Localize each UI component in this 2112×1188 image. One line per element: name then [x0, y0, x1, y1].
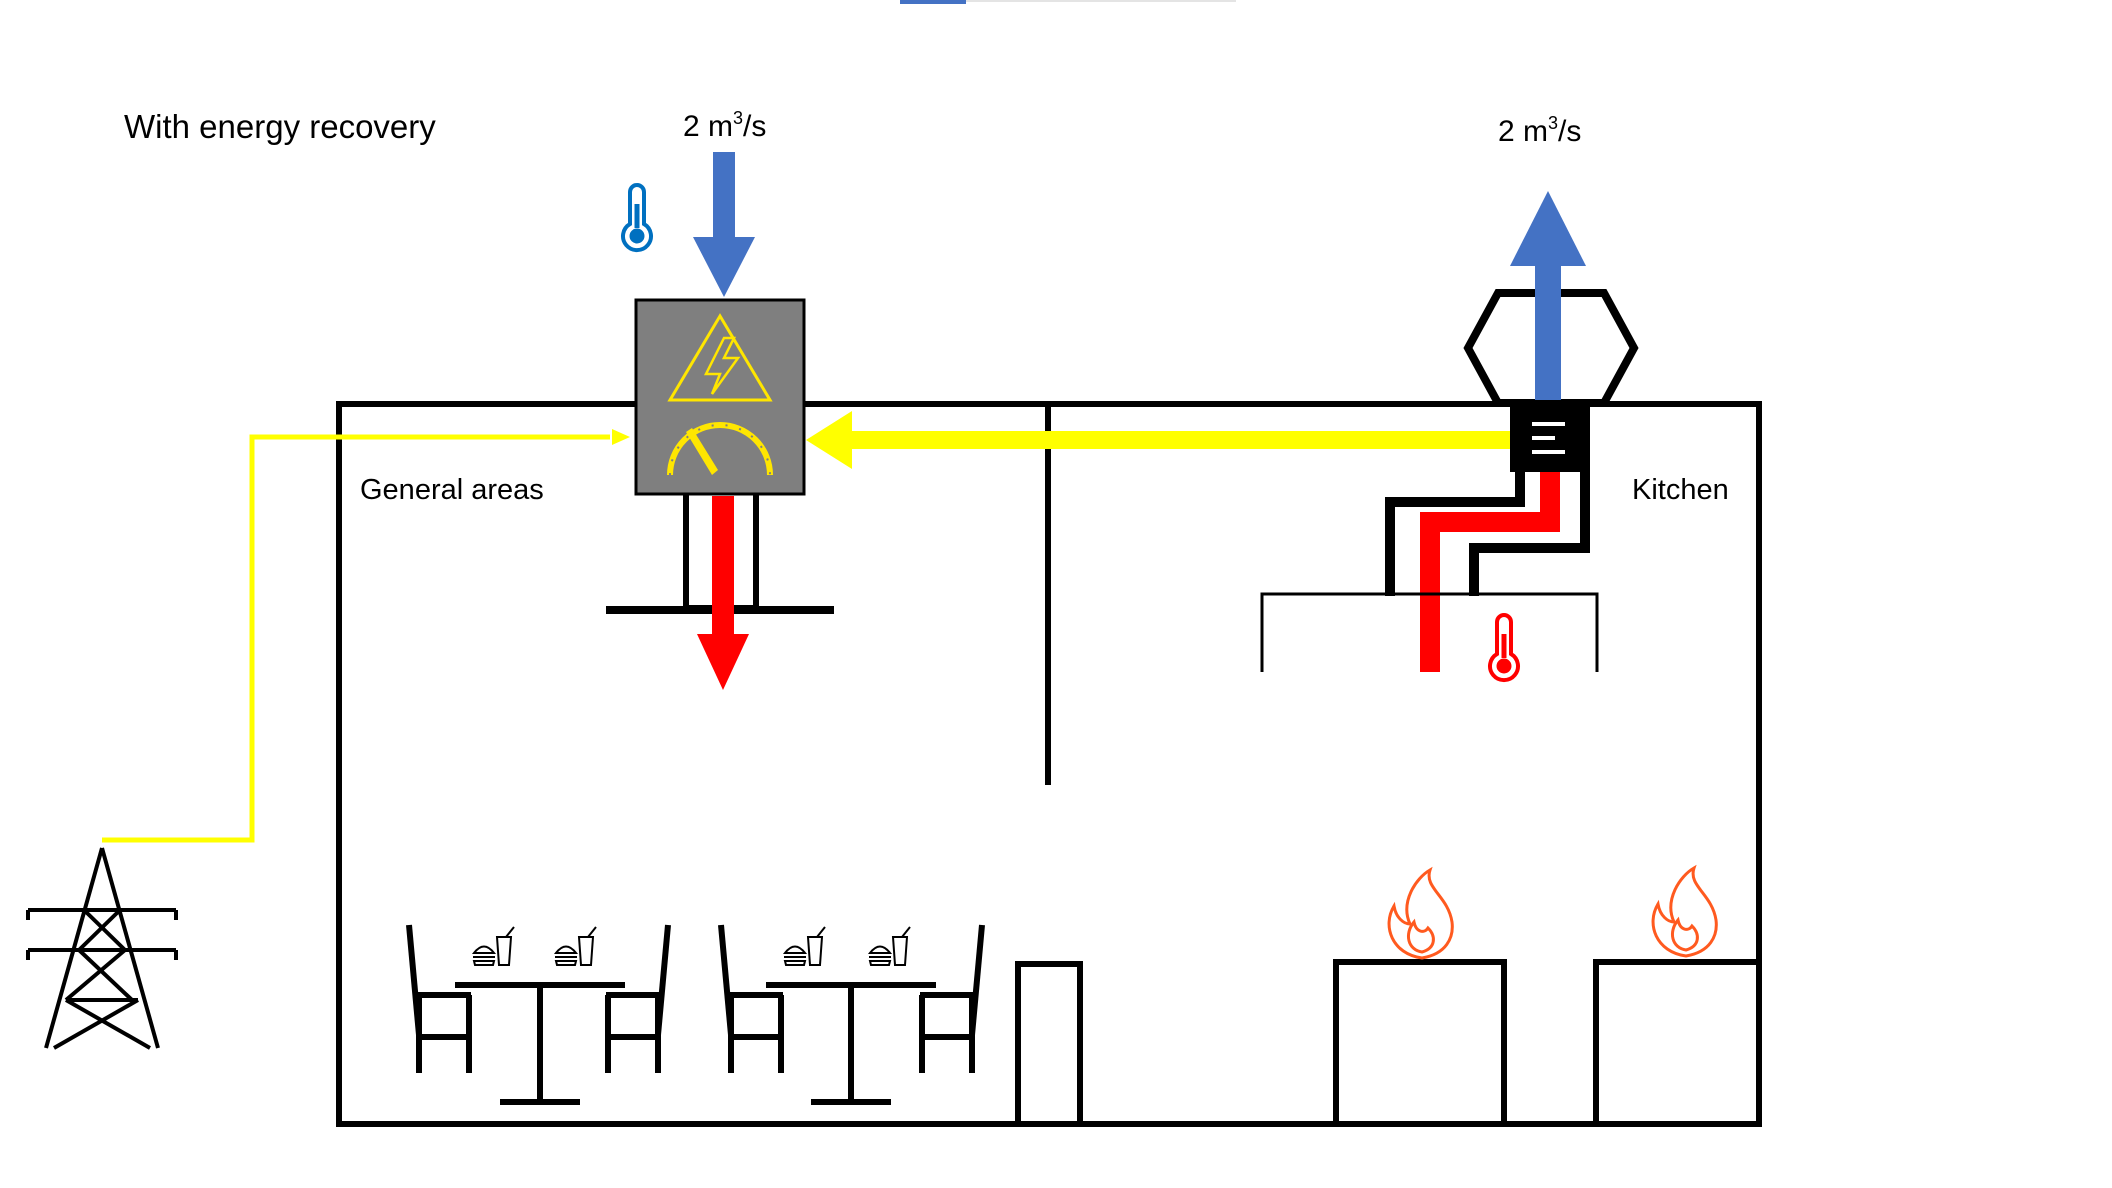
- thermometer-hot-icon: [1490, 615, 1518, 680]
- electricity-pylon-icon: [26, 847, 178, 1050]
- exhaust-fan-icon: [1463, 289, 1639, 407]
- supply-flow-unit: /s: [743, 110, 766, 143]
- exhaust-flow-exponent: 3: [1548, 113, 1558, 133]
- high-voltage-icon: [667, 313, 773, 402]
- supply-air-arrow: [693, 152, 755, 297]
- supply-flow-exponent: 3: [733, 108, 743, 128]
- kitchen-hood: [1260, 592, 1599, 672]
- burger-drink-icon: [554, 926, 597, 966]
- counter-cabinet: [1015, 961, 1083, 1127]
- cooking-appliance-2: [1593, 959, 1762, 1127]
- flame-icon: [1387, 868, 1454, 960]
- top-accent-bar: [900, 0, 1236, 4]
- supply-flow-number: 2 m: [683, 110, 733, 143]
- cooking-appliance-1: [1333, 959, 1507, 1127]
- energy-recovery-unit: [634, 298, 806, 496]
- dining-table-2: [766, 982, 936, 1105]
- chair: [606, 925, 668, 1073]
- flame-icon: [1651, 866, 1718, 958]
- burger-drink-icon: [783, 926, 826, 966]
- dining-table-1: [455, 982, 625, 1105]
- chair: [409, 925, 471, 1073]
- heated-air-arrow: [697, 496, 749, 690]
- chair: [721, 925, 783, 1073]
- supply-flow-label: 2 m3/s: [683, 108, 766, 143]
- exhaust-air-arrow: [1510, 191, 1586, 400]
- burger-drink-icon: [868, 926, 911, 966]
- room-label-general-areas: General areas: [360, 474, 544, 506]
- power-supply-arrowhead: [612, 429, 630, 445]
- diagram-title: With energy recovery: [124, 108, 436, 145]
- power-supply-line: [102, 434, 610, 843]
- heat-exchanger: [1510, 400, 1590, 472]
- chair: [920, 925, 982, 1073]
- exhaust-flow-number: 2 m: [1498, 115, 1548, 148]
- energy-recovery-arrow: [806, 411, 1512, 469]
- room-label-kitchen: Kitchen: [1632, 474, 1729, 506]
- thermometer-cold-icon: [623, 185, 651, 250]
- exhaust-flow-label: 2 m3/s: [1498, 113, 1581, 148]
- burger-drink-icon: [472, 926, 515, 966]
- exhaust-flow-unit: /s: [1558, 115, 1581, 148]
- extract-duct: [1385, 472, 1590, 596]
- hot-extract-air: [1420, 472, 1560, 672]
- gauge-icon: [667, 422, 773, 476]
